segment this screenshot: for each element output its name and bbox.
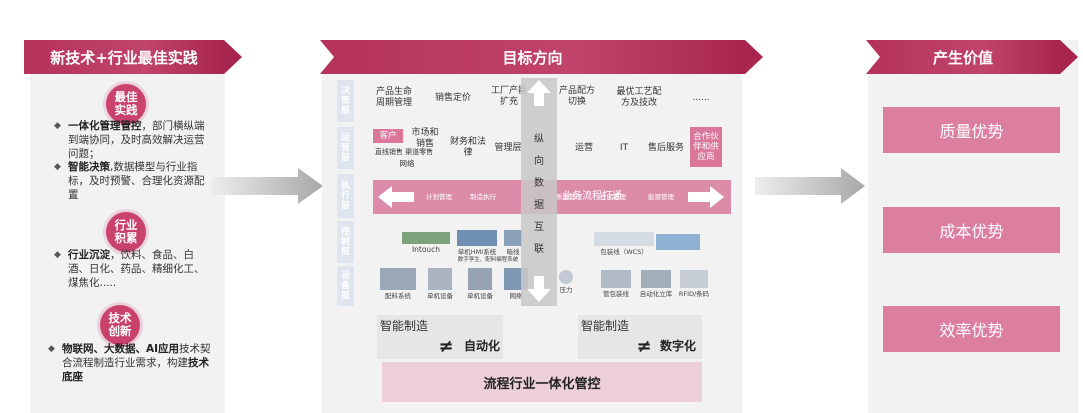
decision-item-pricing: 销售定价 <box>434 92 471 103</box>
equipment-pack-line: 管包装线 <box>596 270 636 298</box>
diamond-icon: ◆ <box>48 344 55 354</box>
arrow-down-icon <box>527 276 551 302</box>
bullet-tech-foundation: ◆ 物联网、大数据、AI应用技术契合流程制造行业需求，构建技术底座 <box>48 343 211 383</box>
operation-sales-channels: 直线销售 渠道零售 <box>374 147 434 156</box>
arrow-up-icon <box>527 80 551 106</box>
control-monitor-image <box>656 234 700 250</box>
equipment-auto-warehouse: 自动化立库 <box>634 270 678 298</box>
automation-label: 自动化 <box>463 338 500 353</box>
operation-customer: 客户 <box>373 129 403 143</box>
flow-arrow-right <box>755 168 865 204</box>
smart-vs-digital-box <box>578 315 702 359</box>
control-digital-twin: 数字孪生、配料编程系统 <box>457 257 519 263</box>
center-header-text: 目标方向 <box>502 48 563 67</box>
operation-management: 管理层 <box>494 142 522 153</box>
value-efficiency: 效率优势 <box>883 306 1060 352</box>
left-header-text: 新技术+行业最佳实践 <box>50 48 198 67</box>
decision-item-capacity: 工厂产能扩充 <box>490 86 527 107</box>
control-hmi: 单机HMI系统 <box>455 230 499 256</box>
decision-item-process: 最优工艺配方及技改 <box>616 87 662 108</box>
smart-mfg-label-right: 智能制造 <box>581 318 630 333</box>
value-cost: 成本优势 <box>883 207 1060 253</box>
smart-mfg-label-left: 智能制造 <box>380 318 429 333</box>
control-packaging-wcs: 包装线（WCS） <box>592 232 656 256</box>
exec-quality: 质量管理 <box>556 192 582 201</box>
exec-mes: 制造执行 <box>470 192 496 201</box>
operation-after-sales: 售后服务 <box>648 142 685 153</box>
operation-it: IT <box>619 142 629 153</box>
layer-tab-control: 控制层 <box>337 221 354 263</box>
not-equal-left: ≠ <box>438 335 454 357</box>
digital-label: 数字化 <box>659 338 696 353</box>
layer-tab-equipment: 设备层 <box>337 266 354 306</box>
right-header: 产生价值 <box>866 40 1078 74</box>
left-header: 新技术+行业最佳实践 <box>24 40 242 74</box>
equipment-pressure: 压力 <box>556 270 576 294</box>
operation-marketing: 市场和销售 <box>411 128 439 149</box>
center-footer: 流程行业一体化管控 <box>382 362 702 402</box>
badge-tech-innovation: 技术创新 <box>100 305 140 345</box>
equipment-single-1: 单机设备 <box>422 268 458 300</box>
arrow-left-icon <box>378 186 414 208</box>
arrow-right-icon <box>688 186 724 208</box>
vertical-data-column <box>521 78 557 306</box>
equipment-single-2: 单机设备 <box>462 268 498 300</box>
layer-tab-decision: 决策层 <box>337 80 354 122</box>
badge-best-practice: 最佳实践 <box>106 84 146 124</box>
diamond-icon: ◆ <box>54 162 61 172</box>
center-header: 目标方向 <box>320 40 763 74</box>
value-quality: 质量优势 <box>883 107 1060 153</box>
control-dark-line: 暗线 <box>503 230 523 256</box>
decision-item-recipe-switch: 产品配方切换 <box>558 86 595 107</box>
layer-tab-execution: 执行层 <box>337 174 354 218</box>
exec-warehouse: 仓储管理 <box>600 192 626 201</box>
diamond-icon: ◆ <box>54 121 61 131</box>
center-footer-text: 流程行业一体化管控 <box>483 376 601 392</box>
equipment-batching: 配料系统 <box>378 268 418 300</box>
operation-partners: 合作伙伴和供应商 <box>690 127 722 167</box>
operation-network: 网络 <box>399 158 415 168</box>
decision-item-more: ...... <box>692 92 710 103</box>
bullet-integrated-management: ◆ 一体化管理管控，部门横纵端到端协同，及时高效解决运营问题； <box>54 120 205 160</box>
exec-energy: 能源管理 <box>648 192 674 201</box>
smart-vs-automation-box <box>377 315 503 359</box>
bullet-industry-experience: ◆ 行业沉淀，饮料、食品、白酒、日化、药品、精细化工、煤焦化..... <box>54 249 205 289</box>
not-equal-right: ≠ <box>636 335 652 357</box>
operation-ops: 运营 <box>574 142 593 153</box>
exec-plan: 计划管理 <box>426 192 452 201</box>
equipment-rfid: RFID/条码 <box>674 270 714 298</box>
flow-arrow-left <box>210 168 323 204</box>
control-intouch: Intouch <box>401 232 451 254</box>
decision-item-lifecycle: 产品生命周期管理 <box>375 87 412 108</box>
diamond-icon: ◆ <box>54 250 61 260</box>
vertical-data-label: 纵向数据互联 <box>534 134 544 255</box>
operation-finance: 财务和法律 <box>450 137 487 158</box>
exec-banner-text: 业务流程打通 <box>562 190 622 202</box>
bullet-smart-decision: ◆ 智能决策,数据模型与行业指标，及时预警、合理化资源配置 <box>54 161 205 201</box>
badge-industry-accumulation: 行业积累 <box>106 212 146 252</box>
right-header-text: 产生价值 <box>932 48 993 67</box>
layer-tab-operation: 运营层 <box>337 127 354 169</box>
